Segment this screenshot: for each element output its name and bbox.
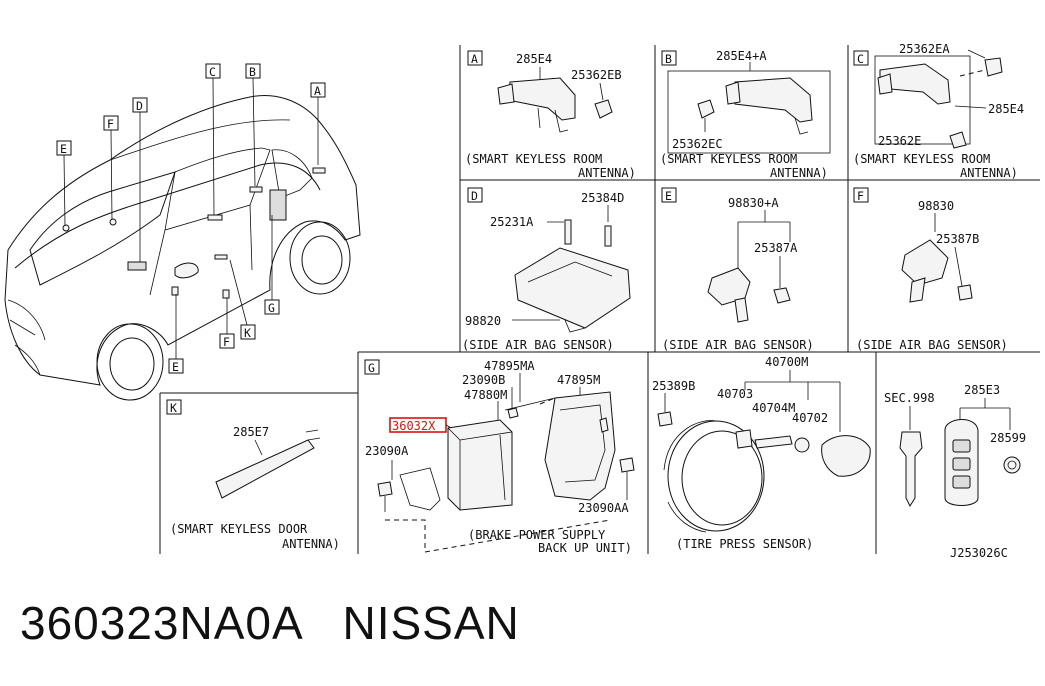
svg-text:G: G	[368, 361, 375, 375]
svg-text:25384D: 25384D	[581, 191, 624, 205]
panel-F: F 98830 25387B (SIDE AIR BAG SENSOR)	[853, 187, 1008, 352]
svg-text:ANTENNA): ANTENNA)	[960, 166, 1018, 180]
svg-text:B: B	[665, 52, 672, 66]
svg-text:25387A: 25387A	[754, 241, 798, 255]
svg-text:285E4+A: 285E4+A	[716, 49, 767, 63]
svg-text:40704M: 40704M	[752, 401, 795, 415]
car-callout-D: D	[132, 97, 148, 113]
svg-text:40703: 40703	[717, 387, 753, 401]
svg-text:(SMART KEYLESS ROOM: (SMART KEYLESS ROOM	[853, 152, 990, 166]
svg-text:D: D	[136, 99, 143, 113]
panel-grid	[159, 45, 1040, 554]
svg-text:B: B	[249, 65, 256, 79]
svg-text:285E7: 285E7	[233, 425, 269, 439]
svg-text:40702: 40702	[792, 411, 828, 425]
svg-text:(SIDE AIR BAG SENSOR): (SIDE AIR BAG SENSOR)	[856, 338, 1008, 352]
panel-E: E 98830+A 25387A (SIDE AIR BAG SENSOR)	[661, 187, 814, 352]
svg-text:25362EC: 25362EC	[672, 137, 723, 151]
figure-code: J253026C	[950, 546, 1008, 560]
panel-A: A 285E4 25362EB (SMART KEYLESS ROOM ANTE…	[465, 50, 636, 180]
svg-text:BACK UP UNIT): BACK UP UNIT)	[538, 541, 632, 555]
svg-text:25387B: 25387B	[936, 232, 979, 246]
svg-text:(BRAKE POWER SUPPLY: (BRAKE POWER SUPPLY	[468, 528, 606, 542]
car-callout-E-bottom: E	[168, 358, 184, 374]
car-callout-C: C	[205, 63, 221, 79]
svg-text:40700M: 40700M	[765, 355, 808, 369]
svg-text:(SMART KEYLESS ROOM: (SMART KEYLESS ROOM	[660, 152, 797, 166]
panel-K: K 285E7 (SMART KEYLESS DOOR ANTENNA)	[166, 399, 340, 551]
svg-text:98830: 98830	[918, 199, 954, 213]
car-callout-F-bottom: F	[219, 333, 235, 349]
svg-text:F: F	[857, 189, 864, 203]
panel-D: D 25384D 25231A 98820 (SIDE AIR BAG SENS…	[462, 187, 631, 352]
panel-intelligent-key: SEC.998 285E3 28599	[884, 383, 1026, 508]
svg-text:E: E	[60, 142, 67, 156]
svg-text:25362E: 25362E	[878, 134, 921, 148]
svg-text:285E4: 285E4	[516, 52, 552, 66]
car-callout-G: G	[264, 299, 280, 315]
svg-text:SEC.998: SEC.998	[884, 391, 935, 405]
vehicle-overview: A B C D E E F F G K	[4, 63, 361, 401]
svg-text:(SMART KEYLESS DOOR: (SMART KEYLESS DOOR	[170, 522, 308, 536]
part-caption: 360323NA0A NISSAN	[20, 596, 520, 650]
svg-text:C: C	[209, 65, 216, 79]
svg-text:(SIDE AIR BAG SENSOR): (SIDE AIR BAG SENSOR)	[662, 338, 814, 352]
svg-text:47895M: 47895M	[557, 373, 600, 387]
svg-text:98830+A: 98830+A	[728, 196, 779, 210]
svg-text:47895MA: 47895MA	[484, 359, 535, 373]
car-callout-A: A	[310, 82, 326, 98]
brand-name: NISSAN	[342, 597, 520, 649]
svg-text:285E4: 285E4	[988, 102, 1024, 116]
panel-tire-pressure: 40700M 25389B 40703 40704M 40702 (TIRE P…	[652, 355, 871, 551]
svg-text:G: G	[268, 301, 275, 315]
svg-text:28599: 28599	[990, 431, 1026, 445]
part-number: 360323NA0A	[20, 597, 302, 649]
svg-text:ANTENNA): ANTENNA)	[282, 537, 340, 551]
car-callout-B: B	[245, 63, 261, 79]
svg-text:(SMART KEYLESS ROOM: (SMART KEYLESS ROOM	[465, 152, 602, 166]
svg-text:F: F	[107, 117, 114, 131]
svg-text:(TIRE PRESS SENSOR): (TIRE PRESS SENSOR)	[676, 537, 813, 551]
caption-separator	[301, 597, 342, 649]
svg-text:(SIDE AIR BAG SENSOR): (SIDE AIR BAG SENSOR)	[462, 338, 614, 352]
svg-text:E: E	[665, 189, 672, 203]
svg-text:A: A	[471, 52, 478, 66]
svg-text:ANTENNA): ANTENNA)	[578, 166, 636, 180]
svg-text:K: K	[170, 401, 177, 415]
svg-text:E: E	[172, 360, 179, 374]
svg-text:A: A	[314, 84, 321, 98]
svg-text:F: F	[223, 335, 230, 349]
svg-text:D: D	[471, 189, 478, 203]
svg-text:ANTENNA): ANTENNA)	[770, 166, 828, 180]
svg-text:23090A: 23090A	[365, 444, 409, 458]
svg-text:25231A: 25231A	[490, 215, 534, 229]
svg-text:K: K	[244, 326, 251, 340]
svg-text:25362EB: 25362EB	[571, 68, 622, 82]
svg-text:25362EA: 25362EA	[899, 42, 950, 56]
svg-text:36032X: 36032X	[392, 419, 436, 433]
svg-text:47880M: 47880M	[464, 388, 507, 402]
svg-text:25389B: 25389B	[652, 379, 695, 393]
car-callout-E-top: E	[56, 140, 72, 156]
svg-text:23090B: 23090B	[462, 373, 505, 387]
car-callout-F-top: F	[103, 115, 119, 131]
car-callout-K: K	[240, 324, 256, 340]
panel-B: B 285E4+A 25362EC (SMART KEYLESS ROOM AN…	[660, 49, 831, 180]
svg-text:C: C	[857, 52, 864, 66]
svg-text:98820: 98820	[465, 314, 501, 328]
svg-text:23090AA: 23090AA	[578, 501, 629, 515]
panel-G: G 47895MA 23090B 47880M 47895M 36032X 23…	[364, 359, 635, 555]
panel-C: C 25362EA 285E4 25362E (SMART KEYLESS RO…	[853, 42, 1024, 180]
svg-text:285E3: 285E3	[964, 383, 1000, 397]
